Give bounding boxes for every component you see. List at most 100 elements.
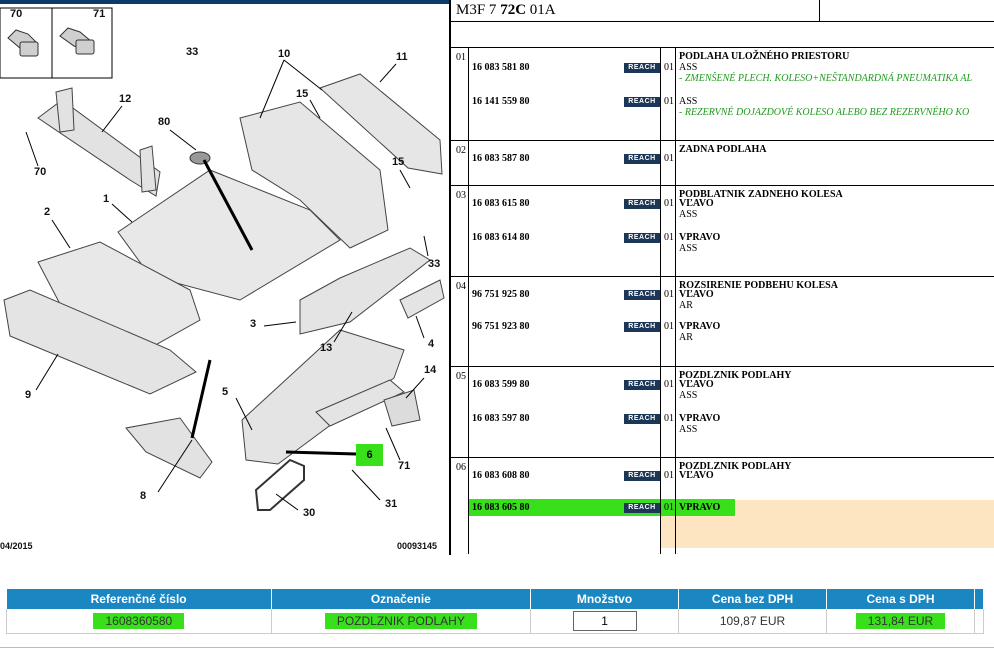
reach-badge: REACH [624, 199, 660, 209]
col-divider [660, 48, 661, 554]
col-divider [468, 48, 469, 554]
part-line[interactable]: 16 083 581 80 REACH 01 ASS- ZMENŠENÉ PLE… [451, 62, 994, 84]
group-03: 03 PODBLATNIK ZADNEHO KOLESA 16 083 615 … [451, 186, 994, 277]
quantity-input[interactable] [572, 611, 637, 631]
parts-list-panel: M3F 7 72C 01A 01 PODLAHA ULOŽNÉHO PRIEST… [449, 0, 994, 555]
callout-71: 71 [93, 8, 106, 20]
group-number: 05 [456, 371, 466, 382]
col-designation: Označenie [271, 589, 531, 609]
cart-designation: POZDLZNIK PODLAHY [324, 613, 477, 629]
callout-8: 8 [140, 490, 147, 502]
cart-reference: 1608360580 [93, 613, 185, 629]
callout-11: 11 [396, 51, 408, 63]
group-number: 02 [456, 145, 466, 156]
part-qty: 01 [664, 321, 674, 332]
callout-70-left: 70 [34, 166, 47, 178]
part-line[interactable]: 16 083 608 80 REACH 01 VĽAVO [451, 470, 994, 484]
part-number[interactable]: 16 083 587 80 [472, 153, 530, 164]
part-desc-1: ASS [679, 96, 698, 107]
reach-badge: REACH [624, 154, 660, 164]
reach-badge: REACH [624, 97, 660, 107]
callout-70: 70 [10, 8, 23, 20]
group-number: 06 [456, 462, 466, 473]
diagram-code: 00093145 [397, 541, 438, 551]
part-line[interactable]: 16 083 587 80 REACH 01 [451, 153, 994, 167]
reference-code-prefix: M3F 7 [456, 2, 501, 18]
callout-13: 13 [320, 342, 333, 354]
callout-6-highlighted: 6 [356, 444, 383, 466]
group-01: 01 PODLAHA ULOŽNÉHO PRIESTORU 16 083 581… [451, 48, 994, 141]
part-number[interactable]: 16 083 599 80 [472, 379, 530, 390]
part-desc: ASS- REZERVNÉ DOJAZDOVÉ KOLESO ALEBO BEZ… [679, 96, 969, 118]
part-number[interactable]: 16 083 605 80 [472, 502, 530, 513]
col-divider [675, 48, 676, 554]
cart-bottom-line [0, 647, 994, 648]
part-desc: VĽAVO [679, 470, 714, 481]
header-separator [819, 0, 820, 21]
part-qty: 01 [664, 379, 674, 390]
part-side: VĽAVO [679, 379, 714, 390]
group-number: 01 [456, 52, 466, 63]
part-number[interactable]: 16 083 608 80 [472, 470, 530, 481]
cart-price-incl: 131,84 EUR [855, 613, 946, 629]
cart-spacer [974, 609, 984, 634]
callout-1: 1 [103, 193, 110, 205]
group-title: PODLAHA ULOŽNÉHO PRIESTORU [679, 51, 850, 62]
callout-15: 15 [296, 88, 309, 100]
part-number[interactable]: 16 083 597 80 [472, 413, 530, 424]
part-qty: 01 [664, 96, 674, 107]
reach-badge: REACH [624, 503, 660, 513]
part-side: VĽAVO [679, 470, 714, 481]
reference-header: M3F 7 72C 01A [451, 0, 994, 22]
callout-15-b: 15 [392, 156, 405, 168]
part-desc: VPRAVO [679, 502, 720, 513]
reference-code: M3F 7 72C 01A [456, 2, 556, 19]
callout-31: 31 [385, 498, 398, 510]
part-number[interactable]: 96 751 923 80 [472, 321, 530, 332]
part-number[interactable]: 16 083 615 80 [472, 198, 530, 209]
group-02: 02 ZADNA PODLAHA 16 083 587 80 REACH 01 [451, 141, 994, 186]
callout-80: 80 [158, 116, 171, 128]
callout-33-right: 33 [428, 258, 441, 270]
exploded-parts-diagram: 70 71 33 10 11 12 15 80 70 15 1 2 33 3 1… [0, 0, 449, 555]
table-top-line [451, 47, 994, 48]
reach-badge: REACH [624, 233, 660, 243]
part-line[interactable]: 16 141 559 80 REACH 01 ASS- REZERVNÉ DOJ… [451, 96, 994, 118]
group-title: POZDLZNIK PODLAHY [679, 461, 792, 472]
part-qty: 01 [664, 470, 674, 481]
cart-reference-cell: 1608360580 [6, 609, 272, 634]
part-desc: ASS- ZMENŠENÉ PLECH. KOLESO+NEŠTANDARDNÁ… [679, 62, 972, 84]
part-line-selected[interactable]: 16 083 605 80 REACH 01 VPRAVO [451, 502, 994, 516]
part-side: VPRAVO [679, 232, 721, 243]
part-qty: 01 [664, 153, 674, 164]
part-number[interactable]: 96 751 925 80 [472, 289, 530, 300]
col-price-excl: Cena bez DPH [678, 589, 827, 609]
cart-price-incl-cell: 131,84 EUR [826, 609, 976, 634]
group-title: PODBLATNIK ZADNEHO KOLESA [679, 189, 843, 200]
group-title: ZADNA PODLAHA [679, 144, 767, 155]
part-number[interactable]: 16 083 614 80 [472, 232, 530, 243]
col-spacer [974, 589, 984, 609]
group-04: 04 ROZSIRENIE PODBEHU KOLESA 96 751 925 … [451, 277, 994, 367]
diagram-date: 04/2015 [0, 541, 33, 551]
part-number[interactable]: 16 141 559 80 [472, 96, 530, 107]
reach-badge: REACH [624, 471, 660, 481]
cart-quantity-cell [530, 609, 680, 634]
part-note: - REZERVNÉ DOJAZDOVÉ KOLESO ALEBO BEZ RE… [679, 107, 970, 118]
selected-row-highlight [469, 499, 735, 516]
col-reference: Referenčné číslo [6, 589, 272, 609]
cart-designation-cell: POZDLZNIK PODLAHY [271, 609, 531, 634]
part-number[interactable]: 16 083 581 80 [472, 62, 530, 73]
cart-price-excl: 109,87 EUR [678, 609, 827, 634]
diagram-drawing [0, 7, 445, 511]
